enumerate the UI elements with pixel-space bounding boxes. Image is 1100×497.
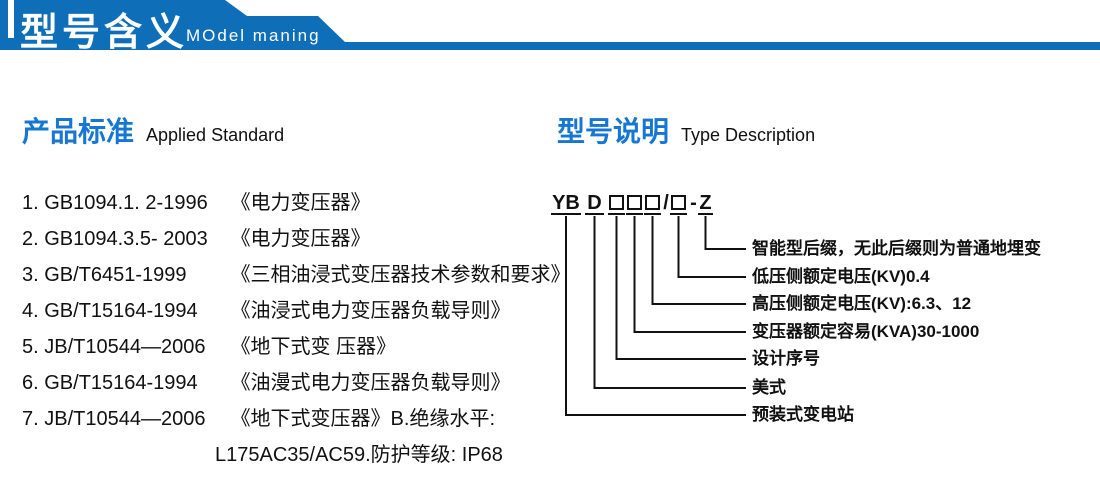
- list-item: 6. GB/T15164-1994 《油漫式电力变压器负载导则》: [22, 365, 542, 401]
- standard-code: 3. GB/T6451-1999: [22, 264, 187, 286]
- standard-title: 《油浸式电力变压器负载导则》: [230, 300, 511, 322]
- diagram-label-american-style: 美式: [752, 378, 786, 397]
- heading-zh: 型号说明: [557, 116, 670, 147]
- list-item: 1. GB1094.1. 2-1996 《电力变压器》: [22, 185, 542, 221]
- heading-en: Applied Standard: [146, 125, 285, 145]
- standard-code: 5. JB/T10544—2006: [22, 336, 206, 358]
- standard-title: 《三相油浸式变压器技术参数和要求》: [230, 264, 571, 286]
- list-item: 7. JB/T10544—2006 《地下式变压器》B.绝缘水平:: [22, 401, 542, 437]
- standard-title: 《电力变压器》: [230, 228, 371, 250]
- list-item: 2. GB1094.3.5- 2003 《电力变压器》: [22, 221, 542, 257]
- code-group-box-4: [670, 193, 687, 215]
- standard-title: 《地下式变压器》B.绝缘水平:: [230, 408, 496, 430]
- standard-title: 《电力变压器》: [230, 192, 371, 214]
- code-separator-slash: /: [663, 192, 669, 214]
- standard-code: 7. JB/T10544—2006: [22, 408, 206, 430]
- diagram-label-design-serial: 设计序号: [752, 349, 820, 368]
- list-item: 5. JB/T10544—2006 《地下式变 压器》: [22, 329, 542, 365]
- list-item-continuation: L175AC35/AC59.防护等级: IP68: [215, 444, 503, 466]
- diagram-label-hv-voltage: 高压侧额定电压(KV):6.3、12: [752, 294, 972, 313]
- connector-lines: [565, 216, 746, 416]
- box-placeholder-icon: [645, 195, 660, 210]
- code-separator-dash: -: [690, 192, 697, 214]
- code-group-box-1: [608, 193, 625, 215]
- code-group-d: D: [585, 193, 604, 215]
- applied-standard-heading: 产品标准 Applied Standard: [22, 110, 284, 150]
- diagram-label-smart-suffix: 智能型后缀，无此后缀则为普通地埋变: [752, 239, 1041, 258]
- list-item: 3. GB/T6451-1999 《三相油浸式变压器技术参数和要求》: [22, 257, 571, 293]
- model-code-diagram: YB D / - Z 智能型后缀，无此后缀则为普通地埋变 低压侧额定电压(KV)…: [550, 185, 1100, 455]
- standard-code: 2. GB1094.3.5- 2003: [22, 228, 208, 250]
- header-bar: 型号含义 MOdel maning: [0, 0, 1100, 54]
- standard-title: 《油漫式电力变压器负载导则》: [230, 372, 511, 394]
- diagram-label-rated-capacity: 变压器额定容易(KVA)30-1000: [752, 322, 980, 341]
- code-group-z: Z: [698, 192, 713, 215]
- diagram-label-lv-voltage: 低压侧额定电压(KV)0.4: [752, 267, 930, 286]
- standard-code: 6. GB/T15164-1994: [22, 372, 198, 394]
- standard-title: 《地下式变 压器》: [230, 336, 397, 358]
- code-group-yb: YB: [551, 192, 581, 215]
- code-group-box-3: [644, 193, 661, 215]
- heading-zh: 产品标准: [22, 116, 135, 147]
- box-placeholder-icon: [671, 195, 686, 210]
- standard-code: 1. GB1094.1. 2-1996: [22, 192, 208, 214]
- header-ribbon-shape: [0, 0, 1100, 50]
- box-placeholder-icon: [627, 195, 642, 210]
- box-placeholder-icon: [609, 195, 624, 210]
- code-group-box-2: [626, 193, 643, 215]
- diagram-label-prefab-substation: 预装式变电站: [752, 405, 854, 424]
- list-item: 4. GB/T15164-1994 《油浸式电力变压器负载导则》: [22, 293, 542, 329]
- heading-en: Type Description: [681, 125, 816, 145]
- page-subtitle: MOdel maning: [186, 26, 321, 45]
- standard-code: 4. GB/T15164-1994: [22, 300, 198, 322]
- standards-list: 1. GB1094.1. 2-1996 《电力变压器》 2. GB1094.3.…: [22, 185, 571, 473]
- type-description-heading: 型号说明 Type Description: [557, 110, 815, 150]
- page-title: 型号含义: [20, 12, 189, 54]
